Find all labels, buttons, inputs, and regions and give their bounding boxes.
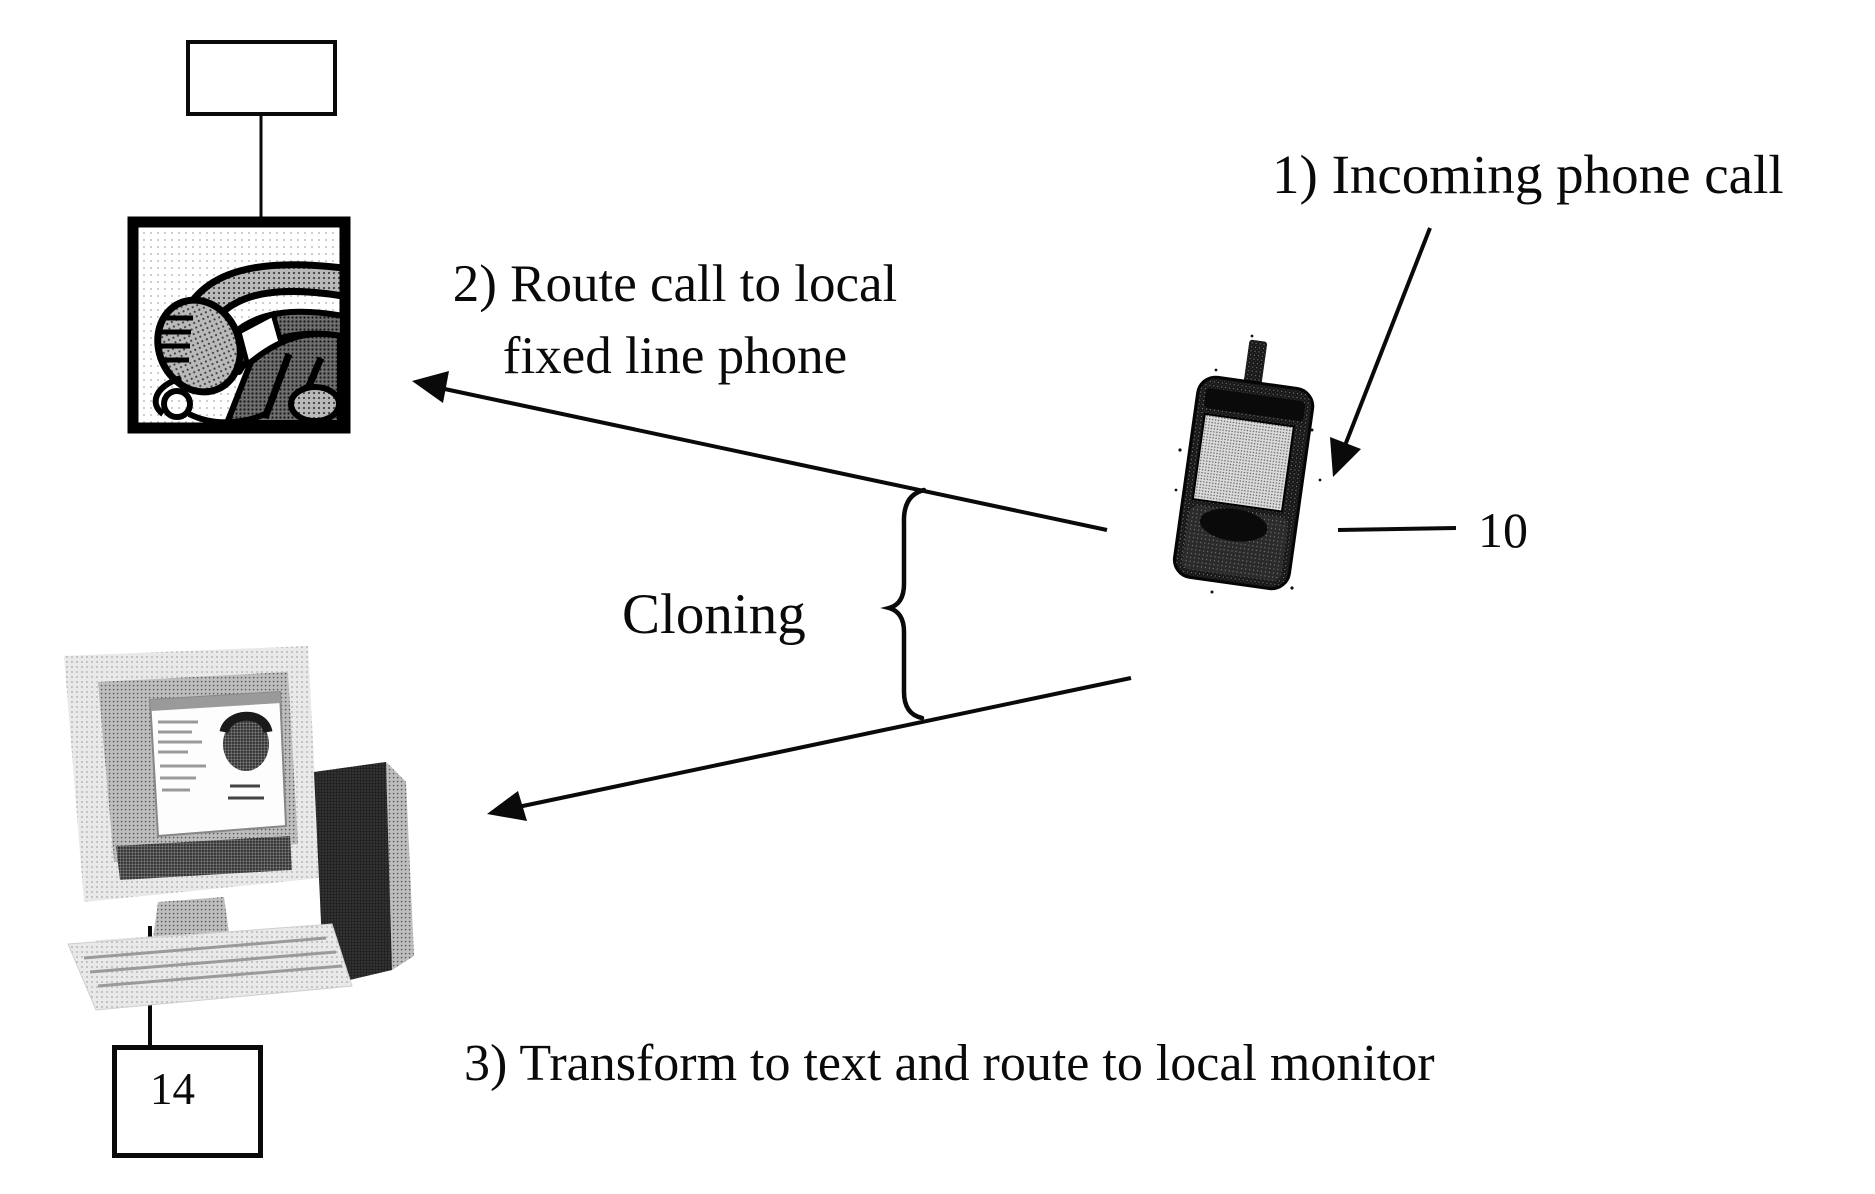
- reference-box-empty: [186, 40, 337, 116]
- mobile-phone-screen: [1191, 412, 1296, 513]
- halftone-speckles: [1174, 334, 1322, 594]
- keyboard: [67, 923, 353, 1011]
- mobile-phone-body: [1172, 339, 1315, 591]
- arrow-route-to-computer: [487, 676, 1132, 821]
- screen-photo: [223, 717, 269, 771]
- step2-label: 2) Route call to local fixed line phone: [390, 248, 960, 392]
- step2-line1: 2) Route call to local: [452, 255, 898, 313]
- step2-line2: fixed line phone: [502, 327, 848, 386]
- step1-label: 1) Incoming phone call: [1272, 144, 1784, 205]
- ref-10-label: 10: [1478, 502, 1528, 558]
- arrow-route-to-fixed-phone: [412, 371, 1108, 532]
- step3-label: 3) Transform to text and route to local …: [464, 1035, 1435, 1092]
- cloning-label: Cloning: [622, 583, 806, 646]
- fixed-phone-icon: [127, 216, 351, 434]
- mobile-phone-icon: [1172, 334, 1322, 594]
- ref-14-label: 14: [150, 1064, 195, 1114]
- monitor: [64, 646, 320, 974]
- line-mobile-to-ref-10: [1337, 526, 1457, 532]
- reference-box-14: 14: [112, 1045, 263, 1158]
- cloning-brace: [880, 487, 927, 721]
- arrow-incoming-call: [1330, 227, 1432, 477]
- desktop-computer-icon: [64, 646, 414, 1011]
